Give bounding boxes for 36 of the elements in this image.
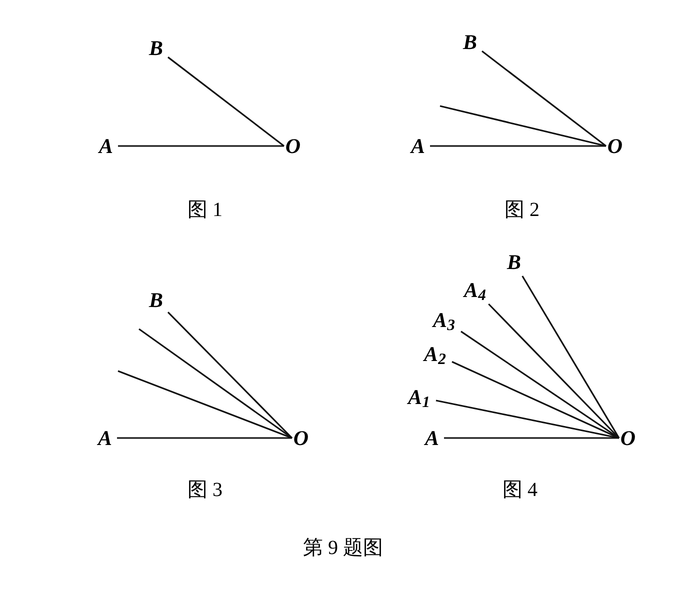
point-label: B	[146, 288, 166, 312]
figure-label: 图 2	[504, 200, 540, 220]
figure-label: 图 1	[188, 200, 222, 220]
figure-label: 图 4	[502, 480, 538, 500]
point-label: O	[619, 426, 637, 450]
line-segment	[118, 145, 284, 147]
line-segment	[436, 400, 620, 439]
point-label: A	[422, 426, 442, 450]
point-label: O	[292, 426, 310, 450]
point-label: A	[408, 134, 428, 158]
point-label: A$_{3}$	[429, 308, 459, 332]
point-label: O	[606, 134, 624, 158]
point-label: A$_{1}$	[404, 385, 434, 409]
point-label: B	[146, 36, 166, 60]
line-segment	[488, 303, 620, 439]
point-label: O	[284, 134, 302, 158]
line-segment	[118, 370, 292, 439]
point-label: A	[96, 134, 116, 158]
point-label: A	[95, 426, 115, 450]
point-label: A$_{4}$	[460, 278, 490, 302]
line-segment	[138, 328, 292, 439]
line-segment	[430, 145, 606, 147]
line-segment	[117, 437, 292, 439]
point-label: A$_{2}$	[420, 342, 450, 366]
line-segment	[522, 276, 620, 438]
line-segment	[482, 50, 606, 147]
line-segment	[440, 105, 606, 147]
line-segment	[452, 361, 620, 439]
line-segment	[460, 330, 620, 439]
line-segment	[168, 56, 284, 147]
point-label: B	[460, 30, 480, 54]
line-segment	[444, 437, 619, 439]
figure-caption: 第 9 题图	[303, 538, 383, 558]
figure-label: 图 3	[188, 480, 222, 500]
point-label: B	[504, 250, 524, 274]
line-segment	[167, 312, 293, 439]
